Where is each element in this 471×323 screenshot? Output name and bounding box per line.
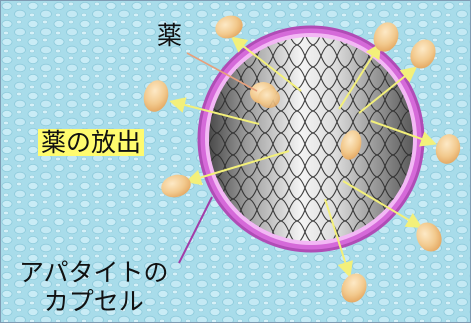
release-arrow	[185, 150, 290, 186]
drug-particle	[416, 222, 442, 252]
release-arrows	[169, 36, 437, 278]
drug-release-label: 薬の放出	[38, 129, 145, 156]
release-arrow	[324, 198, 353, 278]
capsule-leader-line	[178, 196, 213, 264]
capsule-label-line2: カプセル	[43, 286, 144, 316]
release-arrow	[169, 97, 260, 125]
drug-particle-inner	[258, 88, 280, 108]
drug-particle	[215, 15, 243, 39]
drug-particle	[410, 39, 436, 69]
drug-particle	[373, 22, 399, 52]
drug-particle	[435, 134, 461, 164]
apatite-capsule-label: アパタイトの カプセル	[19, 258, 169, 317]
release-arrow	[358, 66, 418, 114]
release-arrow	[342, 180, 423, 229]
drug-label: 薬	[157, 21, 183, 50]
drug-particle	[161, 174, 191, 198]
release-arrow	[370, 120, 437, 147]
drug-leader-line	[186, 52, 258, 92]
drug-particle-inner	[340, 130, 362, 160]
release-arrow	[230, 36, 302, 92]
drug-particle	[341, 273, 367, 303]
apatite-capsule	[197, 25, 425, 253]
capsule-label-line1: アパタイトの	[19, 258, 169, 287]
drug-particle	[143, 80, 169, 112]
release-arrow	[338, 42, 382, 110]
released-drug-particles	[143, 15, 461, 303]
